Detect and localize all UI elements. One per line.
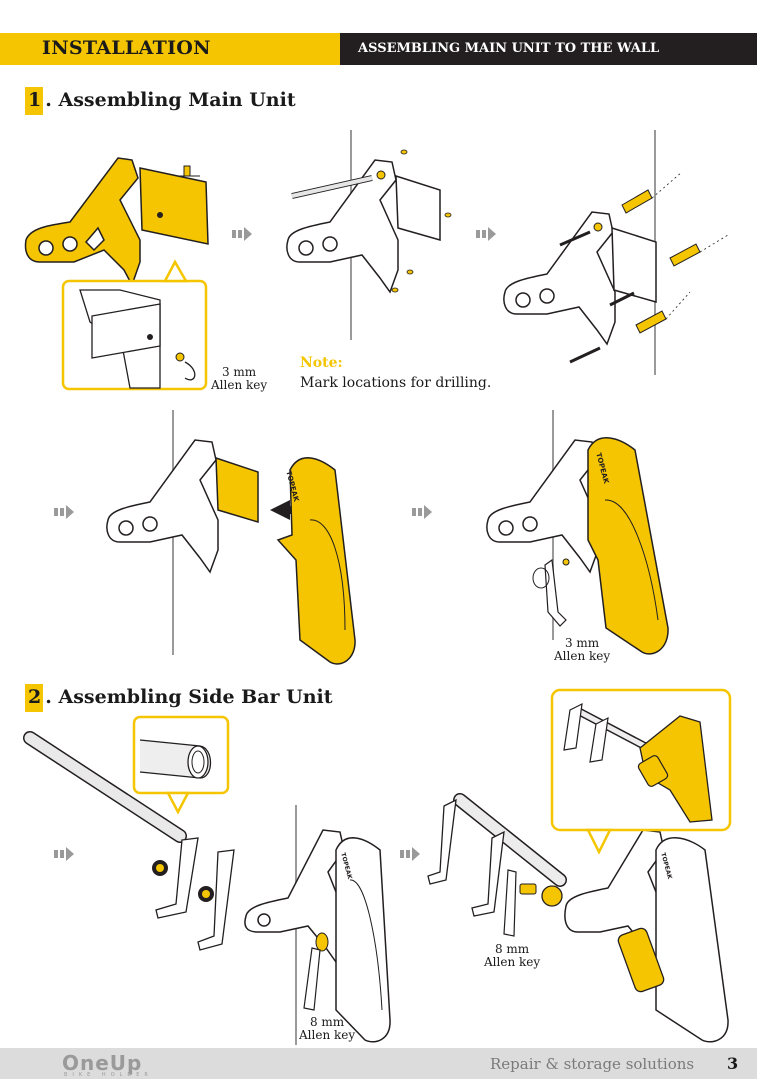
header-right-band: ASSEMBLING MAIN UNIT TO THE WALL (340, 33, 757, 65)
allen-key-tool: Allen key (299, 1028, 356, 1042)
arrow-step-1b (232, 227, 252, 241)
page-footer: OneUp BIKE HOLDER Repair & storage solut… (0, 1048, 757, 1079)
note-text: Mark locations for drilling. (300, 375, 492, 391)
step1b-marking-illustration (286, 130, 452, 340)
section-1-number: 1 (25, 87, 44, 115)
section-1-title: . Assembling Main Unit (45, 89, 296, 111)
allen-key-size: 3 mm (564, 636, 600, 650)
page-header: INSTALLATION ASSEMBLING MAIN UNIT TO THE… (0, 33, 757, 65)
allen-key-label-8mm-a: 8 mm Allen key (299, 1016, 355, 1042)
step1d-cover-illustration (106, 410, 356, 665)
header-subtitle: ASSEMBLING MAIN UNIT TO THE WALL (358, 41, 660, 56)
note-title: Note: (300, 355, 343, 371)
step2c-final-assembly-illustration (427, 688, 732, 1043)
page-number: 3 (727, 1054, 739, 1073)
step1e-fasten-illustration (486, 410, 669, 655)
section-2-heading: 2. Assembling Side Bar Unit (25, 684, 333, 712)
allen-key-size: 8 mm (494, 942, 530, 956)
footer-tagline: Repair & storage solutions (490, 1055, 695, 1073)
brand-subtitle: BIKE HOLDER (64, 1072, 153, 1078)
step2a-sidebar-illustration (23, 715, 235, 951)
allen-key-size: 3 mm (221, 365, 257, 379)
brand-logo: OneUp (62, 1051, 143, 1075)
section-2-number: 2 (25, 684, 44, 712)
step1a-bracket-illustration (24, 157, 209, 287)
allen-key-label-8mm-b: 8 mm Allen key (484, 943, 540, 969)
allen-key-tool: Allen key (211, 378, 268, 392)
allen-key-label-3mm-b: 3 mm Allen key (554, 637, 610, 663)
arrow-step-2a (54, 847, 74, 861)
step2b-bracket-illustration (244, 805, 391, 1045)
allen-key-size: 8 mm (309, 1015, 345, 1029)
step1a-detail-callout (61, 259, 208, 391)
arrow-step-2b (400, 847, 420, 861)
allen-key-tool: Allen key (484, 955, 541, 969)
header-left-band: INSTALLATION (0, 33, 340, 65)
header-title: INSTALLATION (42, 37, 211, 59)
allen-key-tool: Allen key (554, 649, 611, 663)
arrow-step-1d (54, 505, 74, 519)
arrow-step-1c (476, 227, 496, 241)
allen-key-label-3mm-a: 3 mm Allen key (211, 366, 267, 392)
step1c-anchors-illustration (503, 130, 729, 375)
section-2-title: . Assembling Side Bar Unit (45, 686, 333, 708)
arrow-step-1e (412, 505, 432, 519)
section-1-heading: 1. Assembling Main Unit (25, 87, 296, 115)
